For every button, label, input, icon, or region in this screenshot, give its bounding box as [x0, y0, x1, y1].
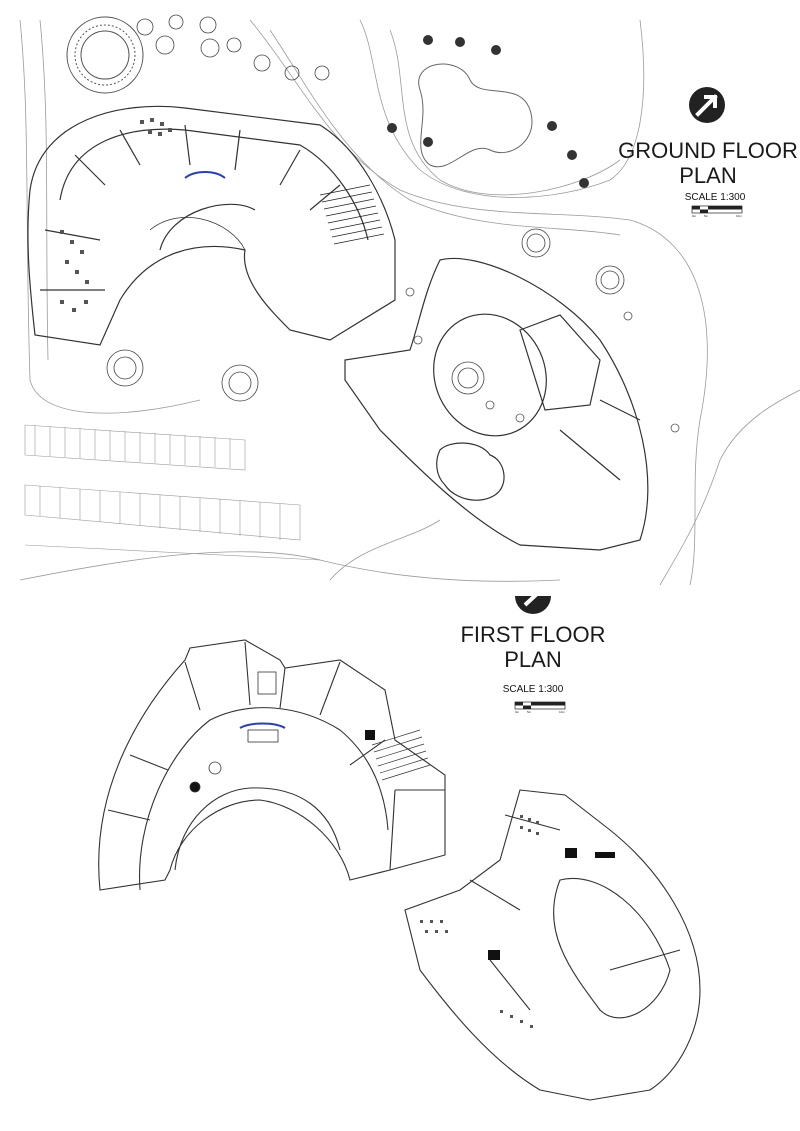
scale-bar-ground	[691, 205, 743, 214]
site-road	[659, 389, 800, 586]
auditorium-seating-first	[371, 729, 431, 781]
site-road	[359, 19, 645, 198]
site-road	[19, 19, 201, 414]
first-floor-title-line1: FIRST FLOOR	[460, 622, 606, 647]
first-floor-furniture	[189, 671, 279, 793]
atrium-glazing	[184, 171, 226, 179]
ground-floor-title: GROUND FLOOR PLAN	[616, 138, 800, 189]
ground-floor-title-line1: GROUND FLOOR	[618, 138, 798, 163]
oval-building-ground	[344, 258, 649, 551]
first-bar-tick-1: 5m	[527, 710, 532, 714]
ground-floor-scale: SCALE 1:300	[684, 192, 746, 203]
auditorium-seating	[319, 184, 385, 245]
first-floor-title-line2: PLAN	[504, 647, 562, 673]
main-building-first	[98, 639, 446, 891]
ground-bar-tick-0: 0m	[692, 214, 697, 218]
furniture-grid	[60, 118, 172, 312]
ground-floor-drawing	[19, 14, 800, 586]
ground-floor-title-line2: PLAN	[679, 163, 737, 189]
north-arrow-icon	[689, 87, 725, 123]
site-road	[39, 19, 49, 361]
oval-trees	[405, 287, 680, 433]
first-floor-drawing	[98, 590, 701, 1101]
site-road	[269, 29, 621, 236]
north-arrow-icon	[515, 590, 551, 614]
first-floor-sheet: FIRST FLOOR PLAN SCALE 1:300 0m 5m 10m	[0, 590, 800, 1131]
scale-bar-first	[514, 701, 566, 710]
classroom-desks	[420, 815, 539, 1028]
main-building-ground	[27, 105, 396, 346]
site-road	[19, 551, 561, 582]
stair-cores-first	[488, 848, 615, 960]
site-road	[329, 519, 441, 581]
palm-trees	[387, 35, 589, 188]
first-floor-title: FIRST FLOOR PLAN	[440, 622, 626, 673]
ground-floor-sheet: GROUND FLOOR PLAN SCALE 1:300 0m 5m 10m	[19, 14, 800, 586]
site-road	[389, 29, 621, 196]
ground-bar-tick-2: 10m	[736, 214, 742, 218]
stair-core	[365, 730, 375, 740]
park-path	[418, 63, 533, 168]
parking-area	[24, 424, 321, 561]
first-floor-scale: SCALE 1:300	[502, 684, 564, 695]
first-floor-glazing	[239, 722, 286, 729]
ground-bar-tick-1: 5m	[704, 214, 709, 218]
first-bar-tick-2: 10m	[559, 710, 565, 714]
trees	[106, 14, 625, 402]
fountain-plaza	[66, 16, 144, 94]
first-bar-tick-0: 0m	[515, 710, 520, 714]
oval-building-first	[404, 789, 701, 1101]
